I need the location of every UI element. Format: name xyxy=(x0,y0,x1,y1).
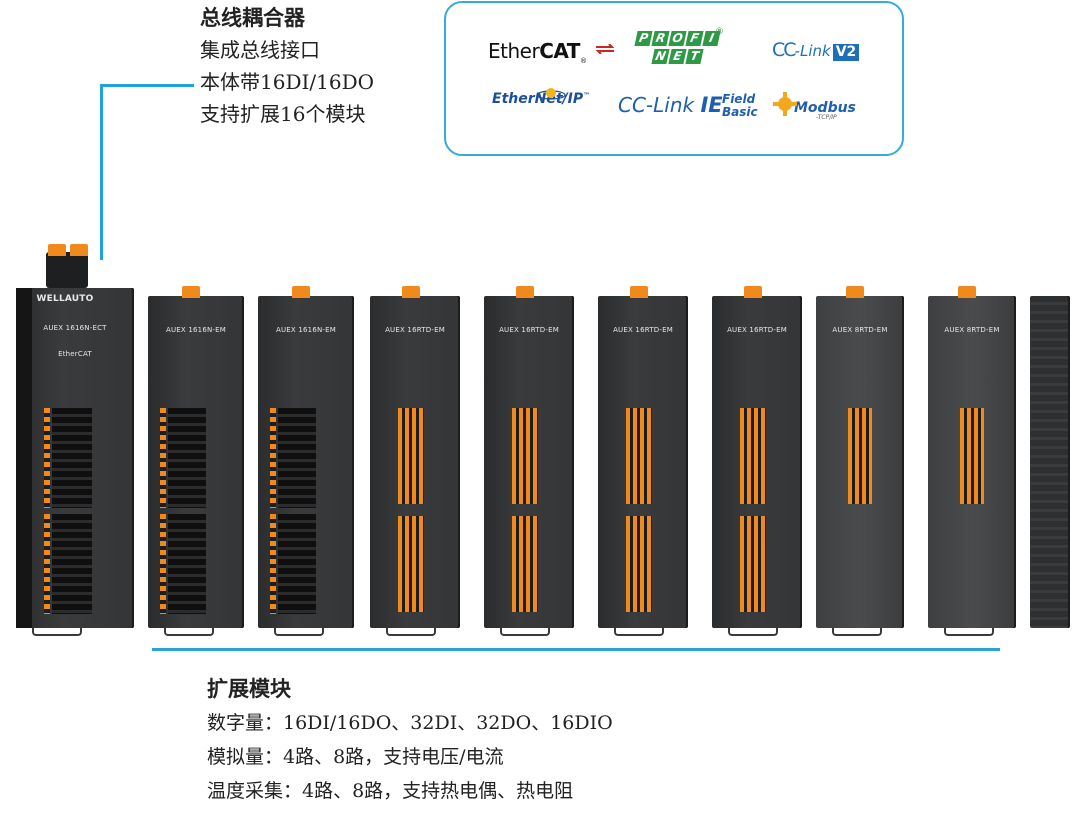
coupler-line-3: 支持扩展16个模块 xyxy=(200,102,366,126)
module-label: AUEX 8RTD-EM xyxy=(832,326,888,334)
coupler-leader-line xyxy=(100,84,103,260)
bus-coupler-module: WELLAUTO AUEX 1616N-ECT EtherCAT xyxy=(16,244,134,636)
module-label: AUEX 16RTD-EM xyxy=(727,326,787,334)
coupler-heading: 总线耦合器 xyxy=(200,5,305,30)
coupler-line-2: 本体带16DI/16DO xyxy=(200,70,375,94)
module-label: AUEX 8RTD-EM xyxy=(944,326,1000,334)
module-label: AUEX 16RTD-EM xyxy=(385,326,445,334)
profinet-logo: P R O F I N E T ® xyxy=(632,27,724,67)
expansion-underline xyxy=(152,648,1000,651)
coupler-description: 总线耦合器 集成总线接口 本体带16DI/16DO 支持扩展16个模块 xyxy=(200,2,374,130)
profinet-letter: T xyxy=(684,49,704,64)
ethercat-logo: EtherCAT® xyxy=(488,39,616,65)
cclink-ie-basic: Basic xyxy=(722,105,758,119)
expansion-module-7: AUEX 8RTD-EM xyxy=(816,286,904,636)
expansion-line-analog: 模拟量：4路、8路，支持电压/电流 xyxy=(207,746,504,768)
ethercat-arrow-icon xyxy=(595,44,615,54)
profinet-letter: F xyxy=(684,31,704,46)
coupler-model: AUEX 1616N-ECT xyxy=(43,324,107,332)
profinet-letter: P xyxy=(633,31,653,46)
coupler-bus-label: EtherCAT xyxy=(58,350,92,358)
coupler-brand: WELLAUTO xyxy=(36,294,94,304)
expansion-module-3: AUEX 16RTD-EM xyxy=(370,286,460,636)
profinet-reg-mark: ® xyxy=(715,27,724,37)
cclink-ie-main: CC-Link xyxy=(618,93,701,117)
expansion-module-4: AUEX 16RTD-EM xyxy=(484,286,574,636)
expansion-description: 扩展模块 数字量：16DI/16DO、32DI、32DO、16DIO 模拟量：4… xyxy=(207,672,613,808)
expansion-module-8: AUEX 8RTD-EM xyxy=(928,286,1016,636)
expansion-line-digital: 数字量：16DI/16DO、32DI、32DO、16DIO xyxy=(207,712,613,734)
expansion-module-2: AUEX 1616N-EM xyxy=(258,286,354,636)
ethernet-ip-globe-icon xyxy=(536,88,566,100)
ethernet-ip-text: EtherNet/IP xyxy=(492,91,584,107)
modbus-logo: Modbus -TCP/IP xyxy=(773,92,856,121)
profinet-letter: R xyxy=(650,31,670,46)
ethercat-bold: CAT xyxy=(539,39,580,63)
modbus-sub: -TCP/IP xyxy=(816,114,837,121)
expansion-line-temperature: 温度采集：4路、8路，支持热电偶、热电阻 xyxy=(207,780,574,802)
ethercat-prefix: Ether xyxy=(488,39,540,63)
expansion-module-6: AUEX 16RTD-EM xyxy=(712,286,802,636)
module-label: AUEX 1616N-EM xyxy=(276,326,336,334)
module-label: AUEX 16RTD-EM xyxy=(613,326,673,334)
cclink-ie-ie: IE xyxy=(700,93,723,117)
cclink-v2-badge: V2 xyxy=(832,44,860,61)
ethernet-ip-logo: EtherNet/IP™ xyxy=(492,88,591,107)
coupler-leader-line-horizontal xyxy=(100,84,194,87)
cclink-ie-field-basic-logo: CC-Link IE Field Basic xyxy=(618,93,758,119)
coupler-line-1: 集成总线接口 xyxy=(200,38,320,62)
module-label: AUEX 1616N-EM xyxy=(166,326,226,334)
module-label: AUEX 16RTD-EM xyxy=(499,326,559,334)
expansion-module-1: AUEX 1616N-EM xyxy=(148,286,244,636)
cclink-cc: CC xyxy=(772,39,797,61)
expansion-module-5: AUEX 16RTD-EM xyxy=(598,286,688,636)
modbus-gear-icon xyxy=(773,92,797,116)
profinet-letter: N xyxy=(650,49,670,64)
expansion-heading: 扩展模块 xyxy=(207,676,291,701)
coupler-connector xyxy=(46,252,88,288)
end-cap-module xyxy=(1030,296,1070,628)
ethercat-mark: ® xyxy=(579,57,587,65)
profinet-letter: E xyxy=(667,49,687,64)
ethernet-ip-mark: ™ xyxy=(583,91,591,100)
modbus-word: Modbus xyxy=(794,100,856,116)
cclink-link: -Link xyxy=(794,42,831,60)
cclink-ie-field: Field xyxy=(722,92,756,106)
profinet-letter: O xyxy=(667,31,687,46)
